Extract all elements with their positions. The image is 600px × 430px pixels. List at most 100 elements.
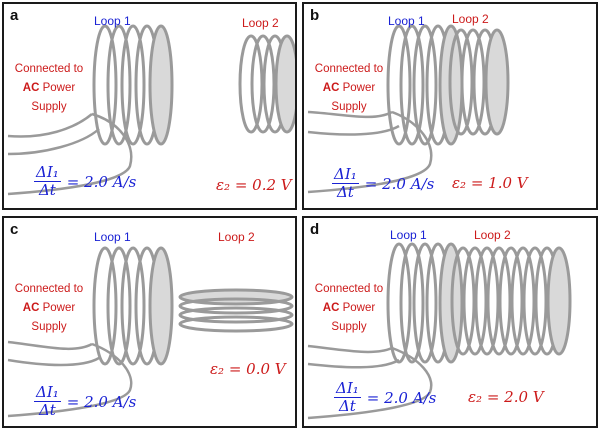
coil-turn <box>178 297 294 315</box>
panel-c-loop1-label: Loop 1 <box>94 230 131 244</box>
panel-b-letter: b <box>310 7 320 24</box>
panel-d-source-label: Connected to AC Power Supply <box>306 280 392 337</box>
panel-d-loop2-label: Loop 2 <box>474 228 511 242</box>
panel-b-emf: ε₂ = 1.0 V <box>452 174 528 192</box>
coil-turn <box>412 242 438 364</box>
panel-a-rate-den: Δt <box>38 181 56 199</box>
panel-d-source-power: Power <box>339 302 376 314</box>
coil-turn <box>412 24 438 146</box>
panel-c-source-label: Connected to AC Power Supply <box>6 280 92 337</box>
coil-turn <box>274 34 295 134</box>
panel-c-source-ac: AC <box>22 302 40 314</box>
panel-c: c Loop 1 Loop 2 Connected to AC Power Su… <box>2 216 297 428</box>
coil-turn <box>386 24 412 146</box>
panel-a-letter: a <box>10 7 19 24</box>
coil-turn <box>92 24 118 146</box>
panel-b-source-power: Power <box>339 82 376 94</box>
panel-a-rate-num: ΔI₁ <box>34 163 61 182</box>
panel-b-source-label: Connected to AC Power Supply <box>306 60 392 117</box>
panel-d-cable-loop <box>307 346 433 420</box>
panel-d-cable <box>307 344 400 369</box>
panel-b-rate-den: Δt <box>336 183 354 201</box>
panel-b-loop2-label: Loop 2 <box>452 12 489 26</box>
panel-c-source-power: Power <box>39 302 76 314</box>
panel-b-drawing <box>307 24 510 194</box>
panel-c-emf: ε₂ = 0.0 V <box>210 360 286 378</box>
panel-a-source-line3: Supply <box>31 101 67 113</box>
panel-a-cable-loop <box>7 112 133 196</box>
panel-d-loop1-label: Loop 1 <box>390 228 427 242</box>
coil-turn <box>498 246 524 356</box>
panel-b-rate-value: = 2.0 A/s <box>364 174 435 193</box>
panel-c-loop2-label: Loop 2 <box>218 230 255 244</box>
coil-turn <box>486 246 512 356</box>
coil-turn <box>462 246 488 356</box>
panel-d-rate-den: Δt <box>338 397 356 415</box>
coil-turn <box>120 24 146 146</box>
panel-a-drawing <box>7 24 295 196</box>
panel-d-loop2-coil <box>450 246 572 356</box>
panel-d: d Loop 1 Loop 2 Connected to AC Power Su… <box>302 216 598 428</box>
coil-turn <box>250 34 276 134</box>
coil-turn <box>238 34 264 134</box>
panel-c-loop2-coil <box>178 288 294 333</box>
panel-d-emf: ε₂ = 2.0 V <box>468 388 544 406</box>
panel-a-loop1-label: Loop 1 <box>94 14 131 28</box>
panel-b-rate-fraction: ΔI₁ Δt <box>332 166 359 201</box>
panel-a-cable <box>7 113 100 156</box>
panel-a-rate-fraction: ΔI₁ Δt <box>34 164 61 199</box>
coil-turn <box>148 246 174 366</box>
coil-turn <box>386 242 412 364</box>
panel-d-letter: d <box>310 221 320 238</box>
panel-b-source-ac: AC <box>322 82 340 94</box>
coil-turn <box>460 28 486 136</box>
panel-c-letter: c <box>10 221 19 238</box>
panel-c-rate-den: Δt <box>38 401 56 419</box>
coil-turn <box>448 28 474 136</box>
panel-c-rate-value: = 2.0 A/s <box>66 392 137 411</box>
panel-a-source-label: Connected to AC Power Supply <box>6 60 92 117</box>
panel-c-rate-num: ΔI₁ <box>34 383 61 402</box>
panel-c-source-line1: Connected to <box>14 283 84 295</box>
panel-b-rate-num: ΔI₁ <box>332 165 359 184</box>
panel-a-loop1-coil <box>92 24 174 146</box>
panel-b-rate-equation: ΔI₁ Δt = 2.0 A/s <box>332 166 434 201</box>
panel-d-rate-equation: ΔI₁ Δt = 2.0 A/s <box>334 380 436 415</box>
panel-b-source-line1: Connected to <box>314 63 384 75</box>
panel-d-source-line1: Connected to <box>314 283 384 295</box>
panel-d-rate-value: = 2.0 A/s <box>366 388 437 407</box>
panel-a-loop2-label: Loop 2 <box>242 16 279 30</box>
coil-turn <box>546 246 572 356</box>
coil-turn <box>399 24 425 146</box>
panel-c-cable-loop <box>7 342 133 418</box>
panel-d-rate-num: ΔI₁ <box>334 379 361 398</box>
panel-b-loop2-coil <box>448 28 510 136</box>
panel-b: b Loop 1 Loop 2 Connected to AC Power Su… <box>302 2 598 210</box>
panel-c-rate-fraction: ΔI₁ Δt <box>34 384 61 419</box>
panel-d-drawing <box>307 242 572 420</box>
coil-turn <box>92 246 118 366</box>
coil-turn <box>106 246 132 366</box>
panel-a-loop2-coil <box>238 34 295 134</box>
panel-a-rate-value: = 2.0 A/s <box>66 172 137 191</box>
panel-a-rate-equation: ΔI₁ Δt = 2.0 A/s <box>34 164 136 199</box>
coil-turn <box>106 24 132 146</box>
panel-c-source-line3: Supply <box>31 321 67 333</box>
panel-b-source-line3: Supply <box>331 101 367 113</box>
panel-b-cable <box>307 110 400 136</box>
panel-a-source-line1: Connected to <box>14 63 84 75</box>
coil-turn <box>510 246 536 356</box>
panel-c-rate-equation: ΔI₁ Δt = 2.0 A/s <box>34 384 136 419</box>
panel-a: a Loop 1 Loop 2 Connected to AC Power Su… <box>2 2 297 210</box>
coil-turn <box>484 28 510 136</box>
coil-turn <box>148 24 174 146</box>
panel-c-drawing <box>7 246 294 418</box>
panel-d-source-line3: Supply <box>331 321 367 333</box>
panel-a-emf: ε₂ = 0.2 V <box>216 176 292 194</box>
panel-a-source-line2: AC Power <box>6 79 92 98</box>
coil-turn <box>450 246 476 356</box>
coil-turn <box>474 246 500 356</box>
coil-turn <box>120 246 146 366</box>
coil-turn <box>178 306 294 324</box>
coil-turn <box>522 246 548 356</box>
